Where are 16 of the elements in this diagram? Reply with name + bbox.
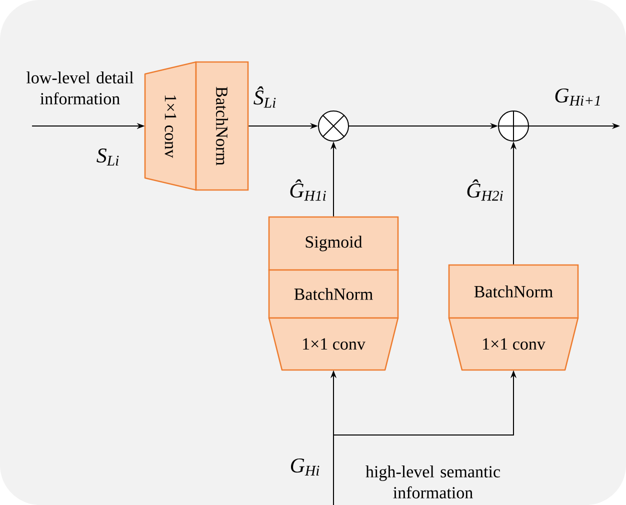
edge-label: G$_{Hi+1}$	[555, 88, 600, 106]
edge-label: Ĝ$_{H1i}$	[290, 179, 326, 201]
layer-box: BatchNorm	[195, 61, 249, 191]
variable-label: G$_{Hi}$	[290, 458, 320, 476]
variable-label: S$_{Li}$	[96, 148, 119, 166]
conv-trapezoid: 1×1 conv	[144, 61, 197, 191]
conv-trapezoid: 1×1 conv	[448, 317, 579, 371]
layer-box: BatchNorm	[268, 269, 399, 319]
edge-label: Ĝ$_{H2i}$	[467, 179, 503, 201]
conv-trapezoid: 1×1 conv	[268, 317, 399, 371]
layer-box: BatchNorm	[448, 264, 579, 319]
operator-circle	[498, 110, 529, 142]
layer-box: Sigmoid	[268, 216, 399, 271]
annotation-text: high-level semantic information	[366, 466, 500, 498]
operator-circle	[318, 110, 349, 142]
edge-label: Ŝ$_{Li}$	[254, 86, 276, 108]
